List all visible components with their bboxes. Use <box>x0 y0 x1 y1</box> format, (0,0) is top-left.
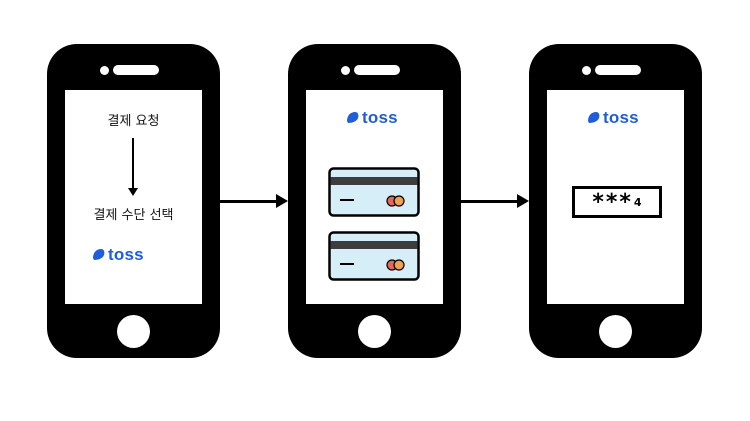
toss-logo-mark-icon <box>588 112 600 123</box>
payment-request-label: 결제 요청 <box>107 114 160 129</box>
toss-logo: toss <box>587 109 639 126</box>
toss-logo: toss <box>346 109 398 126</box>
speaker-bar <box>595 65 641 75</box>
toss-wordmark: toss <box>362 108 398 127</box>
credit-card-icon <box>328 167 420 217</box>
down-arrow <box>128 138 138 196</box>
toss-wordmark: toss <box>603 108 639 127</box>
pin-last-digit: 4 <box>633 195 642 209</box>
speaker-bar <box>354 65 400 75</box>
speaker-bar <box>113 65 159 75</box>
flow-arrow-1 <box>220 194 288 208</box>
credit-card-icon <box>328 231 420 281</box>
home-button <box>117 315 150 348</box>
flow-arrow-2 <box>461 194 529 208</box>
phone-screen-1: 결제 요청 결제 수단 선택 toss <box>65 90 202 304</box>
camera-dot <box>100 66 109 75</box>
phone-step-1: 결제 요청 결제 수단 선택 toss <box>47 44 220 358</box>
pin-masked-digits: *** <box>592 190 633 215</box>
payment-method-select-label: 결제 수단 선택 <box>93 208 174 223</box>
toss-logo: toss <box>92 246 144 263</box>
camera-dot <box>582 66 591 75</box>
home-button <box>358 315 391 348</box>
phone-screen-2: toss <box>306 90 443 304</box>
pin-entry-field: *** 4 <box>572 186 662 218</box>
toss-logo-mark-icon <box>347 112 359 123</box>
phone-step-2: toss <box>288 44 461 358</box>
camera-dot <box>341 66 350 75</box>
phone-step-3: toss *** 4 <box>529 44 702 358</box>
home-button <box>599 315 632 348</box>
phone-screen-3: toss *** 4 <box>547 90 684 304</box>
toss-logo-mark-icon <box>93 249 105 260</box>
toss-wordmark: toss <box>108 245 144 264</box>
